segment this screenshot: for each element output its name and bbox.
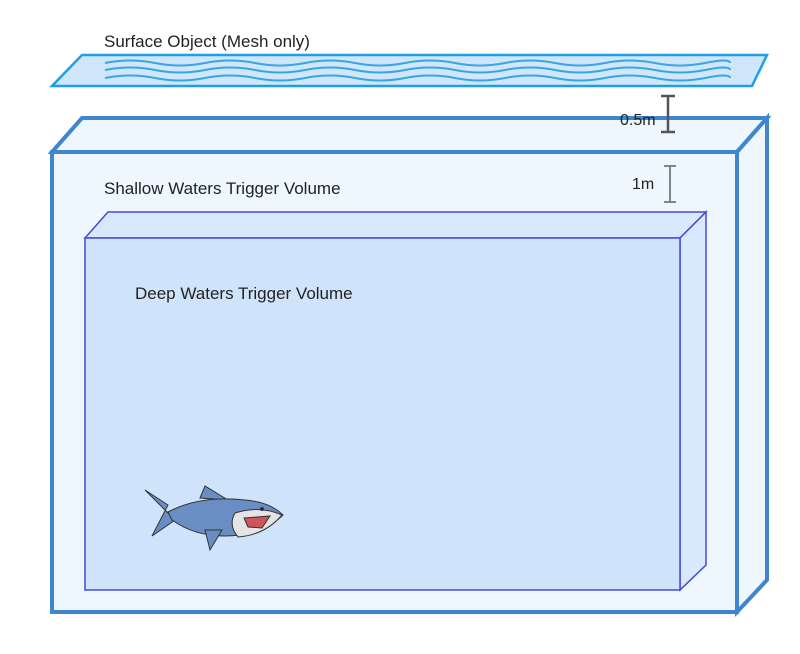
deep-waters-volume — [83, 210, 708, 592]
gap-shallow-label: 1m — [632, 176, 655, 193]
shallow-volume-label: Shallow Waters Trigger Volume — [104, 179, 341, 198]
wave-lines — [104, 59, 731, 82]
dimension-marker-1m — [664, 165, 676, 203]
dimension-marker-0-5m — [661, 94, 675, 134]
gap-surface-label: 0.5m — [620, 112, 656, 129]
deep-volume-label: Deep Waters Trigger Volume — [135, 284, 353, 303]
surface-object-label: Surface Object (Mesh only) — [104, 32, 310, 51]
surface-object — [49, 53, 769, 88]
shark-icon — [144, 485, 284, 552]
